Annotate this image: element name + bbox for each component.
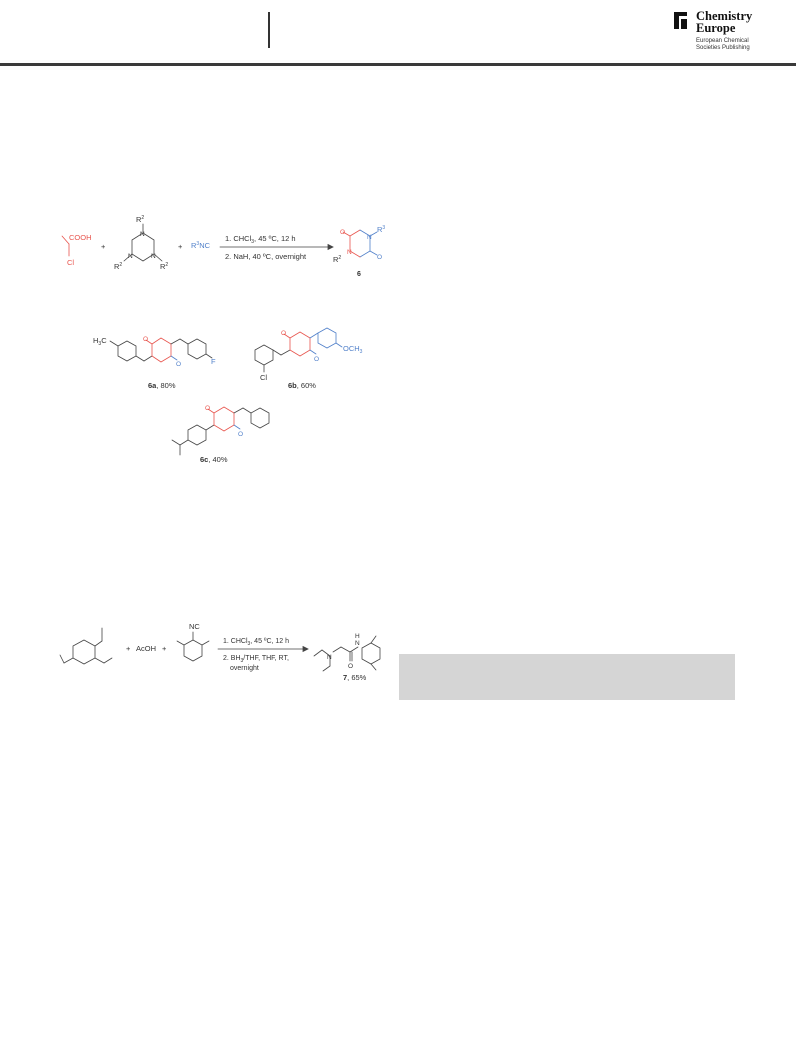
f-label: F — [211, 357, 216, 366]
n-product-7: N — [327, 654, 332, 661]
chemistry-europe-logo: Chemistry Europe European Chemical Socie… — [672, 10, 782, 54]
header-rule — [0, 63, 796, 66]
chloroacetic-acid: COOH Cl — [61, 233, 92, 267]
logo-line-2: Europe — [696, 21, 736, 35]
product-6: O O N N R3 R2 6 — [333, 225, 385, 278]
header-divider — [268, 12, 270, 48]
svg-text:O: O — [348, 663, 353, 670]
product-6-label: 6 — [357, 271, 361, 278]
acoh-label: AcOH — [136, 644, 156, 653]
logo-line-1: Chemistry — [696, 9, 753, 23]
logo-title: Chemistry Europe — [696, 9, 753, 35]
svg-text:O: O — [176, 361, 181, 368]
r3-product: R3 — [377, 225, 385, 234]
svg-text:O: O — [281, 330, 286, 337]
reaction-arrow-2: 1. CHCl3, 45 ºC, 12 h 2. BH3/THF, THF, R… — [217, 638, 309, 672]
svg-text:O: O — [377, 254, 382, 261]
cl-label: Cl — [67, 258, 74, 267]
product-6c: O O 6c, 40% — [171, 405, 270, 464]
r2-top: R2 — [136, 215, 144, 224]
svg-text:O: O — [238, 431, 243, 438]
svg-text:O: O — [314, 356, 319, 363]
plus-3: + — [126, 644, 131, 653]
conditions-2-line2: 2. BH3/THF, THF, RT, — [223, 655, 289, 664]
logo-sub-1: European Chemical — [696, 38, 749, 44]
product-7: N NH O 7, 65% — [313, 633, 381, 682]
isocyanide-reagent: R3NC — [191, 241, 211, 250]
triethyl-triazine — [59, 627, 113, 665]
conditions-2-line1: 1. CHCl3, 45 ºC, 12 h — [223, 638, 289, 647]
plus-1: + — [101, 242, 106, 251]
reaction-arrow-1: 1. CHCl3, 45 ºC, 12 h 2. NaH, 40 ºC, ove… — [219, 234, 334, 261]
n-product-left: N — [347, 249, 352, 256]
och3-label: OCH3 — [343, 344, 363, 355]
nc-label: NC — [189, 622, 200, 631]
label-6b: 6b, 60% — [288, 381, 316, 390]
label-6a: 6a, 80% — [148, 381, 176, 390]
xylyl-isocyanide: NC — [176, 622, 210, 662]
label-7: 7, 65% — [343, 673, 367, 682]
logo-sub-2: Societies Publishing — [696, 45, 750, 51]
conditions-1-line2: 2. NaH, 40 ºC, overnight — [225, 252, 307, 261]
plus-2: + — [178, 242, 183, 251]
product-6a: H3C O O F 6a, 80% — [93, 336, 216, 390]
cl-label-6b: Cl — [260, 373, 267, 382]
cooh-label: COOH — [69, 233, 92, 242]
n-right: N — [151, 253, 156, 260]
h3c-label: H3C — [93, 336, 107, 347]
product-6b: Cl O O OCH3 6b, 60% — [254, 327, 363, 390]
r2-product: R2 — [333, 255, 341, 264]
n-product-right: N — [367, 234, 372, 241]
conditions-2-line3: overnight — [230, 665, 259, 672]
n-top: N — [140, 231, 145, 238]
label-6c: 6c, 40% — [200, 455, 228, 464]
logo-subtitle: European Chemical Societies Publishing — [696, 38, 750, 52]
logo-mark-icon — [674, 12, 687, 29]
plus-4: + — [162, 644, 167, 653]
conditions-1-line1: 1. CHCl3, 45 ºC, 12 h — [225, 234, 296, 245]
r2-left: R2 — [114, 262, 122, 271]
gray-placeholder-box — [399, 654, 735, 700]
r2-right: R2 — [160, 262, 168, 271]
n-left: N — [128, 253, 133, 260]
svg-text:O: O — [340, 229, 345, 236]
triazine-reagent: R2 N N N R2 R2 — [114, 215, 168, 271]
svg-text:O: O — [205, 405, 210, 412]
svg-text:O: O — [143, 336, 148, 343]
nh-label: NH — [355, 633, 360, 647]
